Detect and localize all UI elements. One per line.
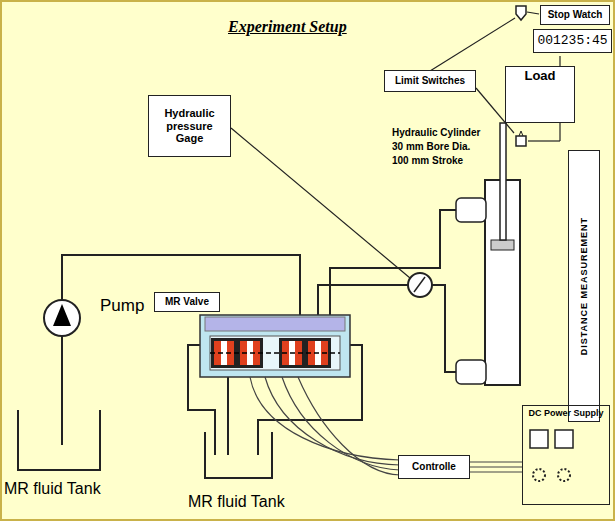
stopwatch-display: 001235:45: [533, 29, 612, 53]
power-supply: DC Power Supply: [522, 405, 610, 505]
stroke-dimension: 100 mm Stroke: [392, 155, 463, 166]
bore-dimension: 30 mm Bore Dia.: [392, 141, 470, 152]
gauge-label: Hydraulic pressure Gage: [148, 95, 231, 157]
tank-label: MR fluid Tank: [188, 493, 285, 511]
node-text: Limit Switches: [395, 75, 465, 87]
node-text: MR Valve: [165, 296, 209, 308]
controller-box: Controlle: [398, 455, 470, 479]
node-text: Controlle: [412, 461, 456, 473]
node-text: Load: [524, 69, 555, 84]
load-box: Load: [505, 66, 575, 123]
power-wire: [470, 462, 522, 472]
stopwatch-label: Stop Watch: [540, 5, 610, 25]
diagram-title: Experiment Setup: [228, 18, 347, 36]
node-text: DC Power Supply: [528, 408, 603, 418]
node-text: Hydraulic pressure Gage: [152, 107, 227, 145]
limit-switch-label: Limit Switches: [384, 70, 476, 92]
node-text: 001235:45: [537, 34, 607, 49]
distance-scale: DISTANCE MEASUREMENT: [568, 150, 600, 422]
pump-label: Pump: [100, 296, 144, 316]
valve-label: MR Valve: [154, 292, 220, 312]
node-text: Stop Watch: [548, 9, 603, 21]
tank-label: MR fluid Tank: [4, 480, 101, 498]
node-text: DISTANCE MEASUREMENT: [579, 217, 589, 355]
cylinder-label: Hydraulic Cylinder: [392, 127, 480, 138]
